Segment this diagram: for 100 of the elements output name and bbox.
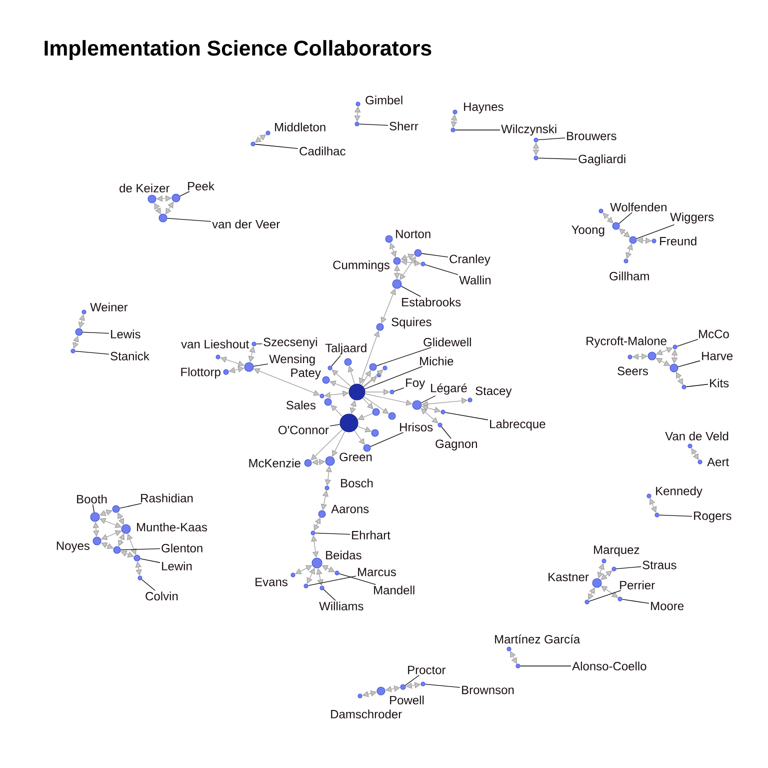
node-dot: [348, 384, 366, 400]
name-label: Glidewell: [424, 338, 471, 346]
node-dot: [412, 400, 422, 410]
name-label: Haynes: [464, 102, 504, 114]
node-dot: [112, 505, 120, 513]
leader-line: [338, 573, 376, 585]
name-label: Lewis: [111, 330, 140, 338]
name-label: Yoong: [572, 226, 604, 236]
node-dot: [369, 363, 377, 371]
name-label: Wolfenden: [610, 202, 666, 212]
name-label: Patey: [291, 368, 321, 380]
name-label: Cranley: [450, 254, 490, 266]
name-label: Aert: [707, 458, 729, 466]
leader-line: [676, 338, 698, 347]
name-label: Hrisos: [400, 422, 433, 432]
node-dot: [388, 412, 396, 420]
leader-line: [622, 599, 650, 604]
name-label: Szecsenyi: [264, 337, 317, 349]
name-label: Van de Veld: [665, 432, 728, 440]
node-dot: [158, 214, 168, 222]
leader-line: [364, 366, 423, 390]
name-label: Munthe-Kaas: [137, 522, 207, 532]
name-label: Marcus: [358, 568, 396, 576]
node-dot: [75, 328, 83, 336]
name-label: Brouwers: [567, 132, 616, 140]
leader-line: [618, 212, 632, 224]
node-dot: [172, 194, 180, 202]
name-label: Williams: [319, 602, 364, 610]
name-label: Taljaard: [325, 343, 366, 355]
name-label: Rogers: [694, 512, 732, 522]
arrow: [389, 242, 397, 258]
name-label: Flottorp: [181, 367, 220, 379]
arrow: [656, 347, 673, 356]
leader-line: [424, 264, 458, 276]
node-dot: [371, 429, 379, 437]
name-label: O'Connor: [278, 426, 329, 434]
leader-line: [400, 286, 422, 297]
arrow: [420, 408, 438, 424]
name-label: Weiner: [90, 302, 128, 312]
name-label: Aarons: [331, 504, 369, 514]
name-label: Martínez García: [495, 634, 580, 644]
arrow: [602, 212, 614, 224]
name-label: Freund: [660, 236, 696, 246]
node-dot: [372, 408, 380, 416]
arrow: [357, 426, 372, 432]
leader-line: [308, 576, 356, 586]
node-dot: [670, 364, 678, 372]
name-label: van Lieshout: [181, 340, 249, 348]
name-label: van der Veer: [212, 220, 280, 228]
node-dot: [612, 222, 620, 230]
name-label: Kits: [710, 378, 729, 388]
node-dot: [414, 249, 422, 257]
leader-line: [119, 503, 142, 509]
name-label: Wallin: [459, 276, 491, 284]
leader-line: [358, 124, 388, 126]
leader-line: [678, 360, 700, 368]
name-label: Kastner: [548, 572, 589, 582]
leader-line: [331, 355, 341, 367]
name-label: Squires: [392, 317, 432, 329]
name-label: Gillham: [610, 272, 649, 280]
arrow: [332, 370, 352, 387]
name-label: McKenzie: [249, 458, 300, 468]
leader-line: [253, 364, 268, 367]
name-label: Evans: [256, 578, 288, 586]
name-label: Moore: [651, 602, 684, 610]
name-label: Foy: [406, 378, 426, 390]
leader-line: [588, 590, 622, 602]
name-label: Ehrhart: [352, 530, 390, 540]
node-dot: [113, 546, 121, 554]
arrow: [510, 651, 517, 664]
name-label: Marquez: [594, 546, 640, 556]
title: Implementation Science Collaborators: [44, 40, 432, 60]
leader-line: [444, 412, 488, 420]
leader-line: [616, 566, 642, 570]
leader-line: [82, 332, 110, 334]
name-label: Légaré: [431, 383, 467, 395]
leader-line: [636, 224, 675, 240]
arrow: [362, 398, 374, 410]
name-label: Wilczynski: [501, 124, 556, 136]
node-dot: [340, 414, 358, 432]
name-label: Lewin: [162, 562, 192, 570]
arrow: [649, 498, 657, 513]
arrow: [363, 396, 389, 414]
leader-line: [120, 548, 160, 550]
name-label: Brownson: [462, 686, 514, 694]
name-label: Proctor: [408, 666, 446, 674]
name-label: Gagnon: [436, 440, 477, 450]
node-dot: [244, 362, 254, 372]
name-label: Straus: [642, 560, 676, 570]
node-dot: [344, 358, 352, 366]
name-label: Gimbel: [366, 96, 402, 104]
leader-line: [376, 347, 432, 366]
name-label: Norton: [396, 230, 430, 238]
name-label: Sherr: [390, 122, 418, 130]
leader-line: [686, 384, 708, 388]
leader-line: [254, 144, 298, 149]
arrow: [362, 370, 384, 387]
leader-line: [140, 558, 160, 563]
arrow: [120, 550, 134, 558]
node-dot: [324, 398, 332, 406]
